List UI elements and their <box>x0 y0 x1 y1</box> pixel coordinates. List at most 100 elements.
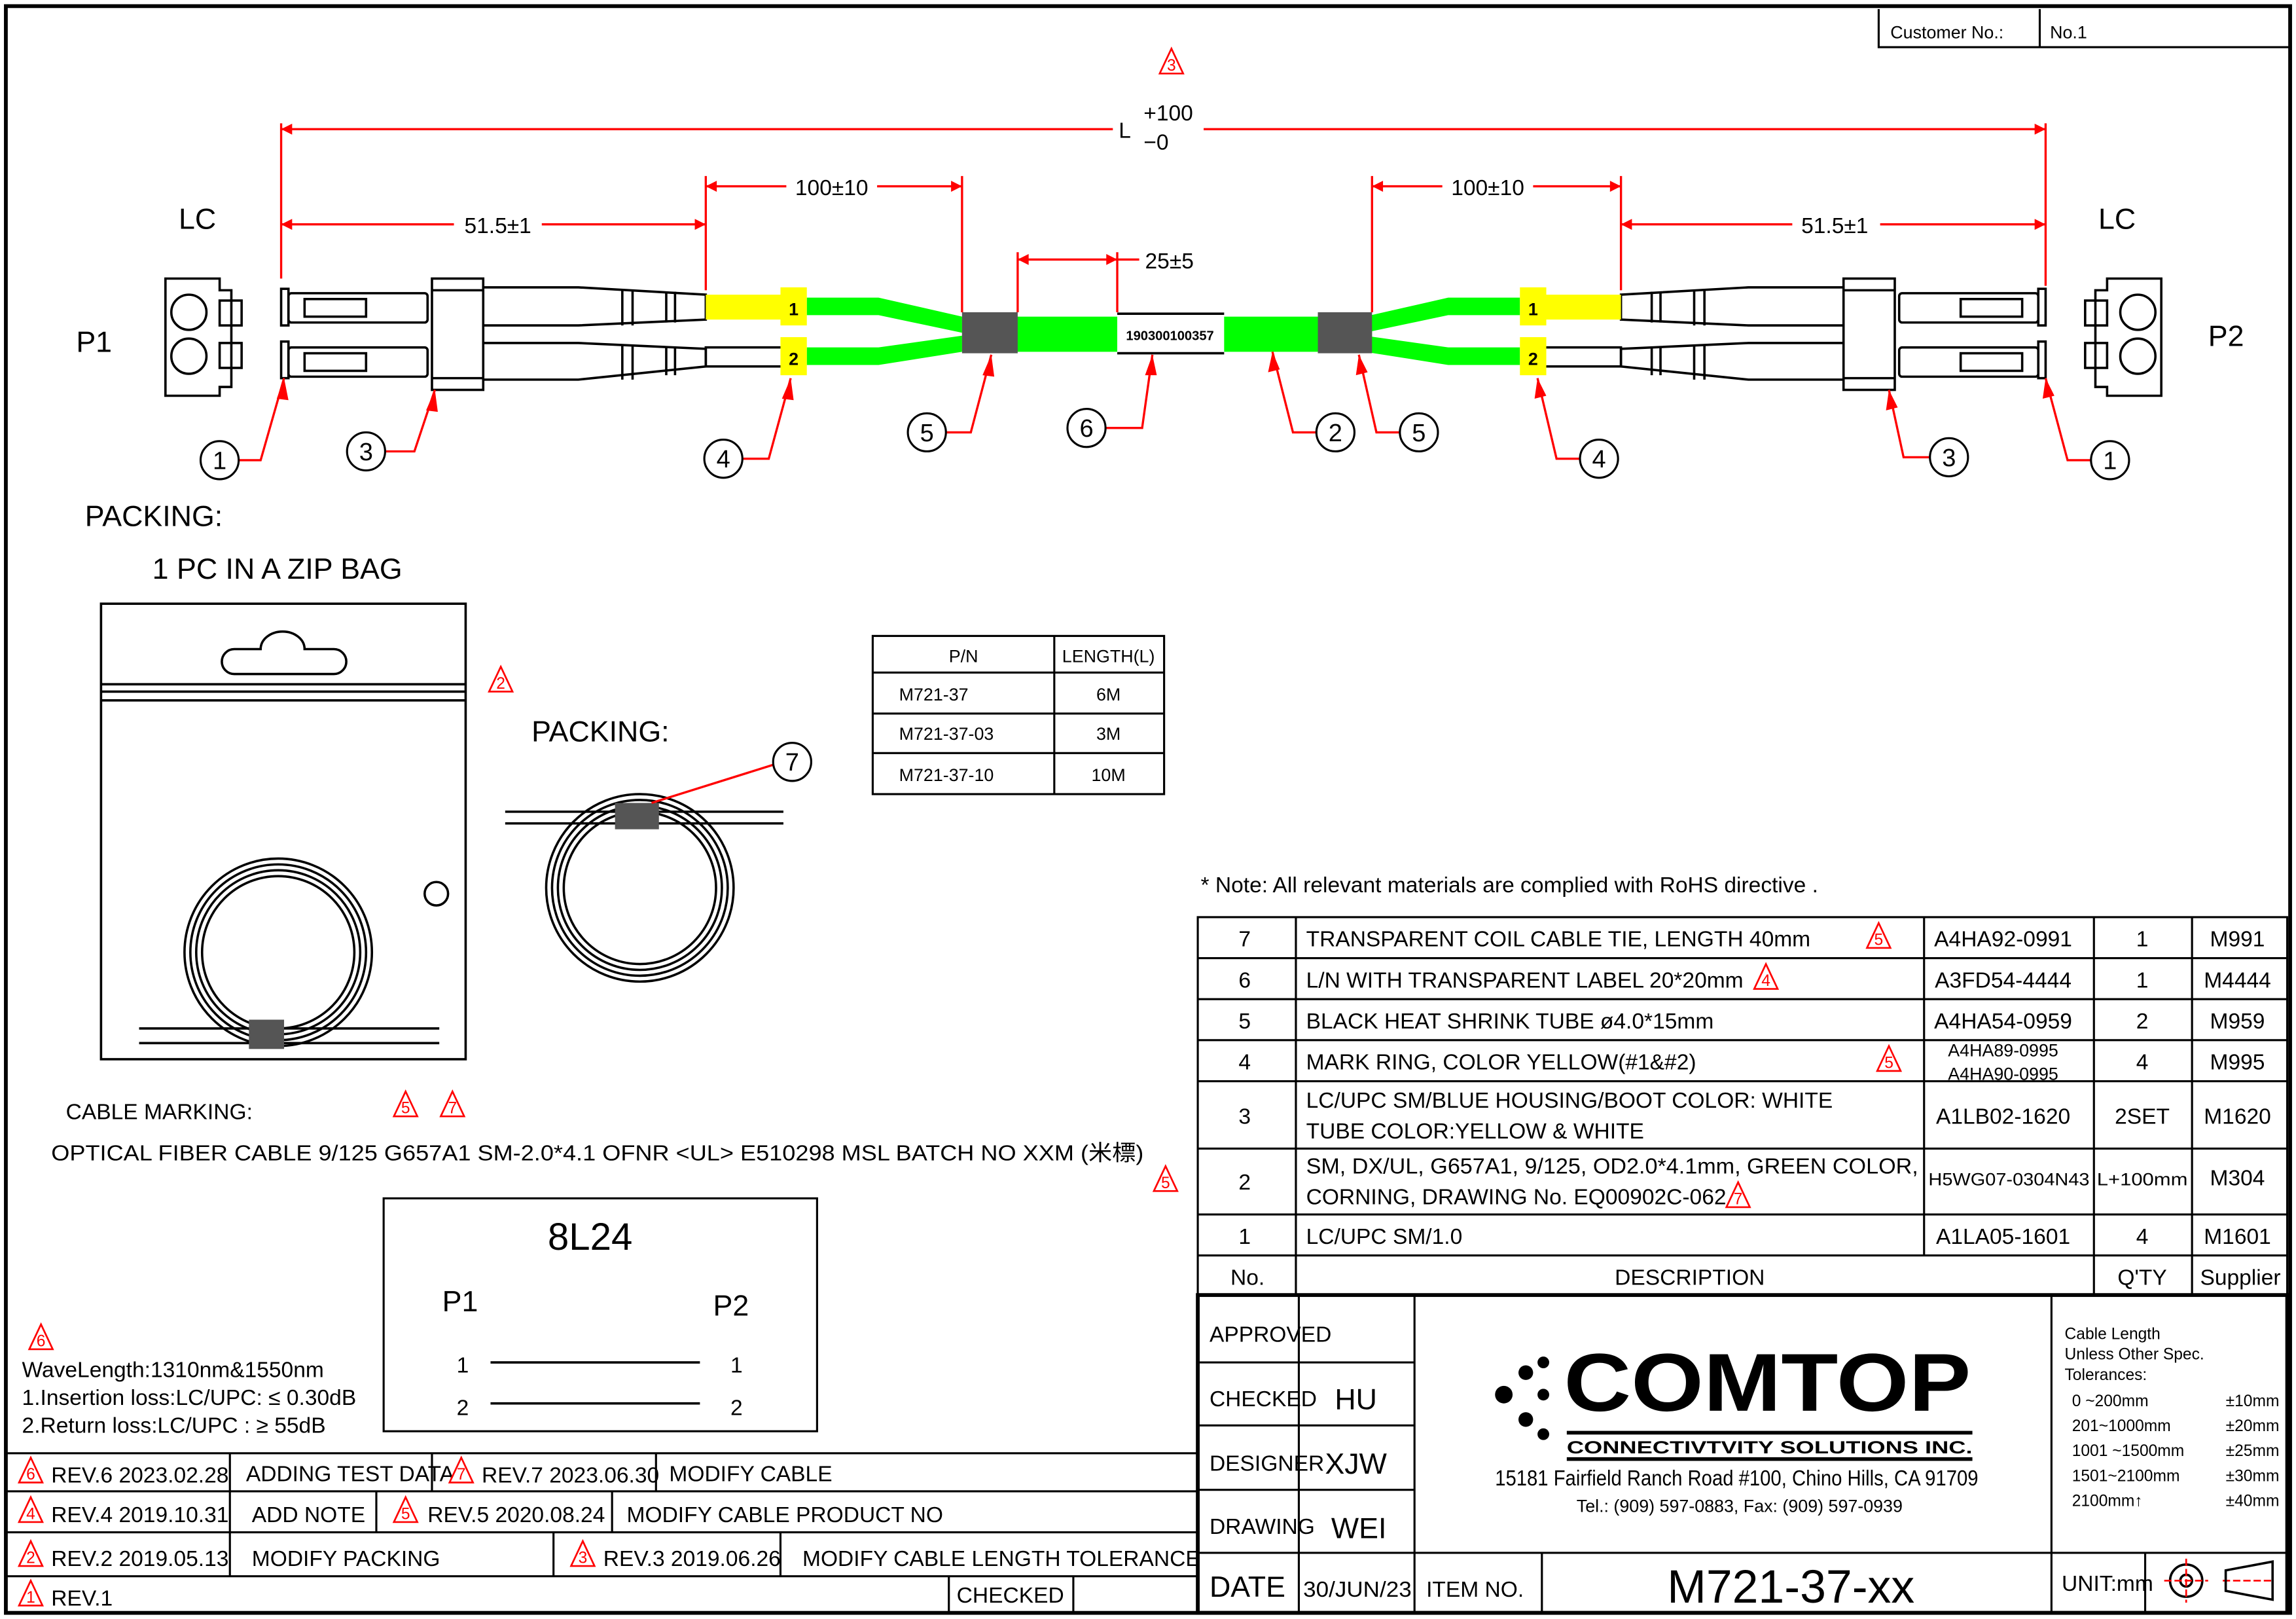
ring-label-1: 1 <box>1528 299 1538 319</box>
svg-text:CORNING, DRAWING No. EQ0090: CORNING, DRAWING No. EQ00902C-062 <box>1306 1185 1727 1209</box>
svg-text:Tolerances:: Tolerances: <box>2065 1366 2147 1384</box>
svg-text:1: 1 <box>457 1354 469 1378</box>
svg-text:M304: M304 <box>2210 1166 2265 1190</box>
svg-text:UNIT:mm: UNIT:mm <box>2062 1572 2153 1596</box>
revision-marker: 7 <box>439 1089 466 1118</box>
bom-desc: LC/UPC SM/BLUE HOUSING/BOOT COLOR: WHITE <box>1306 1089 1833 1113</box>
revision-marker: 5 <box>392 1089 419 1118</box>
pn-cell: M721-37 <box>899 685 969 704</box>
svg-text:2: 2 <box>2136 1010 2149 1034</box>
dimensions: L +100 −0 51.5±1 100±10 25±5 100±10 51.5… <box>279 101 2047 312</box>
svg-text:4: 4 <box>2136 1225 2149 1249</box>
svg-text:MODIFY CABLE PRODUCT NO: MODIFY CABLE PRODUCT NO <box>627 1503 943 1527</box>
svg-text:P1: P1 <box>442 1285 478 1318</box>
dim-right-connector: 51.5±1 <box>1801 214 1868 238</box>
ring-label-1: 1 <box>789 299 798 319</box>
right-connector-type: LC <box>2098 202 2136 235</box>
title-block: APPROVED CHECKED HU DESIGNER XJW DRAWING… <box>1196 1293 2289 1615</box>
svg-text:DATE: DATE <box>1210 1571 1285 1603</box>
svg-text:5: 5 <box>401 1505 410 1523</box>
svg-text:1: 1 <box>730 1354 743 1378</box>
svg-text:10M: 10M <box>1091 765 1125 785</box>
dim-right-breakout: 100±10 <box>1451 176 1524 200</box>
bill-of-materials: 7 TRANSPARENT COIL CABLE TIE, LENGTH 40m… <box>1196 916 2289 1296</box>
svg-text:2: 2 <box>496 675 505 693</box>
svg-text:L+100mm: L+100mm <box>2097 1169 2188 1189</box>
svg-text:2: 2 <box>457 1396 469 1421</box>
svg-text:4: 4 <box>2136 1051 2149 1075</box>
dim-label-offset: 25±5 <box>1145 249 1194 274</box>
svg-text:1: 1 <box>2136 928 2149 952</box>
balloon: 1 <box>2103 447 2117 475</box>
left-connector-type: LC <box>179 202 216 235</box>
balloon: 3 <box>359 439 373 466</box>
dim-L: L <box>1119 119 1131 143</box>
svg-text:M4444: M4444 <box>2204 968 2271 992</box>
svg-text:6: 6 <box>1238 968 1251 992</box>
svg-text:MODIFY CABLE LENGTH TOLERAN: MODIFY CABLE LENGTH TOLERANCE <box>802 1547 1200 1571</box>
bom-desc: L/N WITH TRANSPARENT LABEL 20*20mm <box>1306 968 1744 992</box>
left-port-label: P1 <box>76 325 112 358</box>
svg-text:5: 5 <box>1238 1010 1251 1034</box>
svg-text:6M: 6M <box>1096 685 1121 704</box>
svg-text:REV.2 2019.05.13: REV.2 2019.05.13 <box>51 1547 228 1571</box>
svg-text:CHECKED: CHECKED <box>1210 1387 1317 1411</box>
lot-number-label <box>1117 314 1225 354</box>
balloon: 6 <box>1079 415 1093 443</box>
svg-text:M959: M959 <box>2210 1010 2265 1034</box>
balloon: 3 <box>1942 445 1956 472</box>
svg-text:No.: No. <box>1230 1265 1265 1290</box>
balloon: 4 <box>717 446 730 473</box>
svg-text:5: 5 <box>1161 1174 1170 1192</box>
item-number: M721-37-xx <box>1667 1561 1914 1613</box>
wiring-diagram: 8L24 P1 P2 1 2 1 2 <box>382 1197 818 1432</box>
svg-text:REV.4 2019.10.31: REV.4 2019.10.31 <box>51 1503 228 1527</box>
svg-text:5: 5 <box>1884 1054 1893 1072</box>
cable-marking-text: OPTICAL FIBER CABLE 9/125 G657A1 SM-2.0*… <box>51 1140 1143 1165</box>
customer-value: No.1 <box>2050 23 2087 43</box>
svg-text:1: 1 <box>1238 1225 1251 1249</box>
ring-label-2: 2 <box>789 349 798 369</box>
revision-marker: 2 <box>488 664 514 693</box>
svg-text:Unless Other Spec.: Unless Other Spec. <box>2065 1346 2204 1364</box>
svg-text:6: 6 <box>37 1332 46 1350</box>
svg-text:ADD NOTE: ADD NOTE <box>252 1503 365 1527</box>
coil-illustration <box>505 763 783 983</box>
right-lc-connector <box>1363 277 2162 397</box>
part-balloons: 1 3 4 5 6 2 5 4 3 1 <box>199 351 2130 481</box>
svg-text:2: 2 <box>1238 1171 1251 1195</box>
svg-text:CONNECTIVTVITY SOLUTIONS INC: CONNECTIVTVITY SOLUTIONS INC. <box>1567 1438 1973 1457</box>
svg-text:REV.7 2023.06.30: REV.7 2023.06.30 <box>482 1464 659 1488</box>
heat-shrink-left <box>961 312 1018 354</box>
svg-text:6: 6 <box>26 1466 35 1483</box>
svg-text:DESIGNER: DESIGNER <box>1210 1452 1324 1476</box>
dim-left-breakout: 100±10 <box>795 176 869 200</box>
svg-text:M995: M995 <box>2210 1051 2265 1075</box>
svg-text:A1LB02-1620: A1LB02-1620 <box>1936 1104 2070 1129</box>
balloon: 7 <box>772 742 812 782</box>
svg-text:COMTOP: COMTOP <box>1564 1337 1971 1428</box>
svg-text:1: 1 <box>2136 968 2149 992</box>
wavelength: WaveLength:1310nm&1550nm <box>22 1358 324 1382</box>
svg-text:MODIFY CABLE: MODIFY CABLE <box>669 1462 832 1486</box>
svg-text:ADDING TEST DATA: ADDING TEST DATA <box>246 1462 455 1486</box>
svg-text:REV.3 2019.06.26: REV.3 2019.06.26 <box>603 1547 781 1571</box>
customer-label: Customer No.: <box>1890 23 2003 43</box>
svg-text:7: 7 <box>448 1100 457 1118</box>
svg-text:P2: P2 <box>713 1289 749 1322</box>
heat-shrink-right <box>1318 312 1372 354</box>
svg-text:M1620: M1620 <box>2204 1104 2271 1129</box>
svg-text:CHECKED: CHECKED <box>957 1584 1064 1608</box>
lot-number: 190300100357 <box>1126 329 1213 343</box>
svg-text:LENGTH(L): LENGTH(L) <box>1062 647 1155 666</box>
company-address: 15181 Fairfield Ranch Road #100, Chino H… <box>1495 1466 1978 1491</box>
part-number-table: P/N LENGTH(L) M721-37 6M M721-37-03 3M M… <box>871 634 1166 795</box>
bom-desc: LC/UPC SM/1.0 <box>1306 1225 1463 1249</box>
svg-text:REV.5 2020.08.24: REV.5 2020.08.24 <box>427 1503 605 1527</box>
svg-text:±10mm: ±10mm <box>2226 1392 2280 1410</box>
svg-text:A4HA89-0995: A4HA89-0995 <box>1948 1040 2058 1060</box>
svg-text:7: 7 <box>457 1466 466 1483</box>
svg-text:REV.6 2023.02.28: REV.6 2023.02.28 <box>51 1464 228 1488</box>
bom-desc: SM, DX/UL, G657A1, 9/125, OD2.0*4.1mm, G… <box>1306 1154 1918 1178</box>
